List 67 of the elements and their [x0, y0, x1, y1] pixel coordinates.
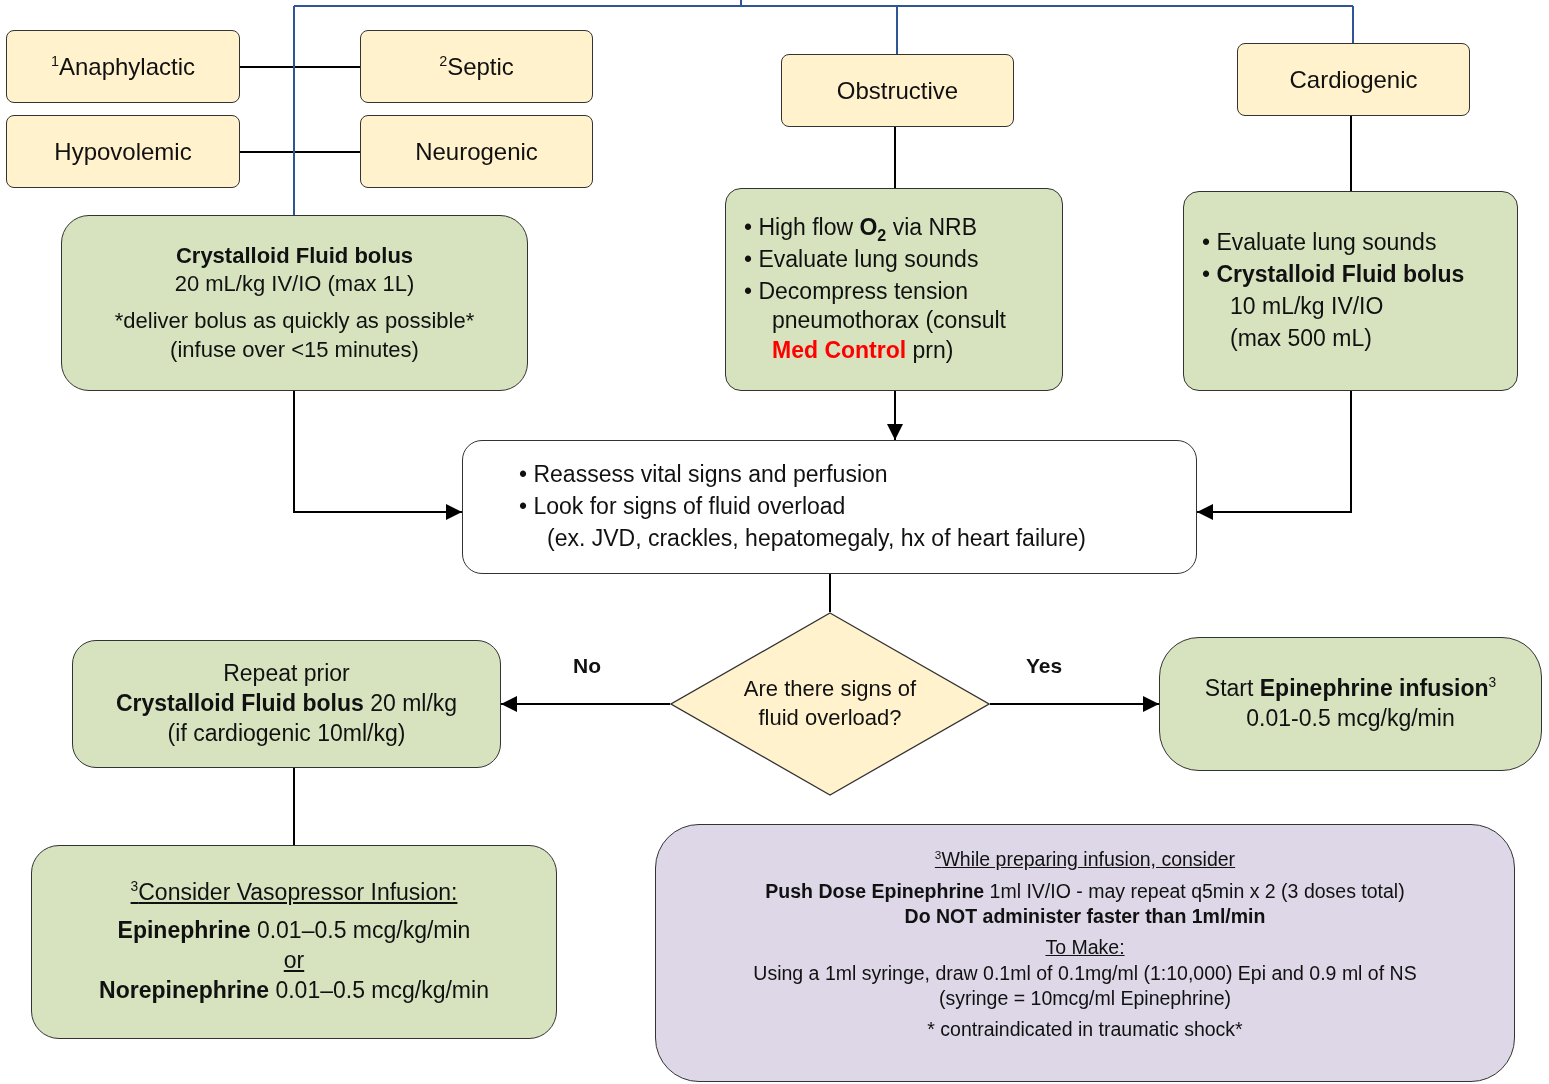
node-text: To Make:	[1045, 935, 1125, 961]
shock-type-box	[360, 115, 593, 188]
node-text: Are there signs of fluid overload?	[742, 675, 918, 732]
note-box	[655, 824, 1515, 1082]
node-text: 20 mL/kg IV/IO (max 1L)	[174, 270, 415, 299]
node-text: $^{1}$Anaphylactic	[50, 51, 196, 82]
treatment-box	[725, 188, 1063, 391]
arrow	[293, 390, 463, 520]
node-text: (syringe = 10mcg/ml Epinephrine)	[938, 986, 1232, 1011]
node-text: Start Epinephrine infusion$^{3}$	[1204, 674, 1497, 704]
node-text: *deliver bolus as quickly as possible*	[114, 307, 475, 335]
connector-line	[293, 0, 1354, 7]
bullet-item: • High flow O$_{2}$ via NRB	[744, 212, 978, 243]
connector-line	[896, 5, 898, 55]
treatment-box	[72, 640, 501, 768]
node-text: Norepinephrine 0.01–0.5 mcg/kg/min	[99, 975, 489, 1005]
shock-type-box	[781, 54, 1014, 127]
treatment-box	[61, 215, 528, 391]
shock-type-box	[1237, 43, 1470, 116]
shock-type-box	[6, 30, 240, 103]
treatment-box	[1183, 191, 1518, 391]
bullet-item: • Evaluate lung sounds	[744, 244, 979, 274]
node-text: (ex. JVD, crackles, hepatomegaly, hx of heart failure)	[546, 523, 1087, 553]
node-text: Crystalloid Fluid bolus	[175, 241, 414, 270]
node-text: Do NOT administer faster than 1ml/min	[904, 904, 1266, 929]
connector-line	[293, 5, 295, 216]
decision-diamond	[670, 612, 990, 796]
node-text: 10 mL/kg IV/IO	[1229, 292, 1384, 321]
node-text: $^{3}$Consider Vasopressor Infusion:	[130, 878, 458, 908]
treatment-box	[1159, 637, 1542, 771]
connector-line	[293, 767, 295, 846]
arrow	[1196, 390, 1352, 520]
node-text: Push Dose Epinephrine 1ml IV/IO - may repeat q5min x 2 (3 doses total)	[765, 878, 1405, 904]
arrow	[989, 696, 1160, 712]
arrow	[500, 696, 671, 712]
node-text: or	[283, 946, 305, 975]
connector-line	[894, 126, 896, 189]
node-text: (if cardiogenic 10ml/kg)	[167, 718, 406, 748]
node-text: Crystalloid Fluid bolus 20 ml/kg	[115, 689, 458, 719]
arrow	[887, 390, 903, 441]
connector-line	[239, 151, 361, 153]
shock-type-box	[360, 30, 593, 103]
bullet-item: • Reassess vital signs and perfusion	[519, 460, 888, 490]
bullet-item: • Crystalloid Fluid bolus	[1202, 260, 1465, 290]
node-text: Using a 1ml syringe, draw 0.1ml of 0.1mg/ml (1:10,000) Epi and 0.9 ml of NS	[753, 960, 1417, 986]
node-text: $^{2}$Septic	[439, 51, 514, 82]
node-text: Repeat prior	[223, 659, 350, 689]
connector-line	[829, 573, 831, 613]
node-text: * contraindicated in traumatic shock*	[927, 1017, 1243, 1043]
bullet-item: • Evaluate lung sounds	[1202, 228, 1437, 258]
node-text: Cardiogenic	[1289, 64, 1418, 95]
node-text: Epinephrine 0.01–0.5 mcg/kg/min	[117, 916, 471, 946]
node-text: $^{3}$While preparing infusion, consider	[934, 847, 1236, 873]
node-text: Obstructive	[836, 75, 959, 106]
shock-type-box	[6, 115, 240, 188]
connector-line	[1352, 5, 1354, 44]
reassess-box	[462, 440, 1197, 574]
bullet-item: • Decompress tension pneumothorax (consult Med Control prn)	[744, 276, 1007, 366]
vasopressor-box	[31, 845, 557, 1039]
connector-line	[1350, 115, 1352, 192]
node-text: Neurogenic	[415, 136, 538, 167]
node-text: (max 500 mL)	[1229, 323, 1372, 353]
node-text: (infuse over <15 minutes)	[170, 335, 419, 364]
node-text: 0.01-0.5 mcg/kg/min	[1246, 704, 1455, 733]
bullet-item: • Look for signs of fluid overload	[519, 492, 846, 522]
connector-line	[239, 66, 361, 68]
node-text: Hypovolemic	[54, 136, 192, 167]
